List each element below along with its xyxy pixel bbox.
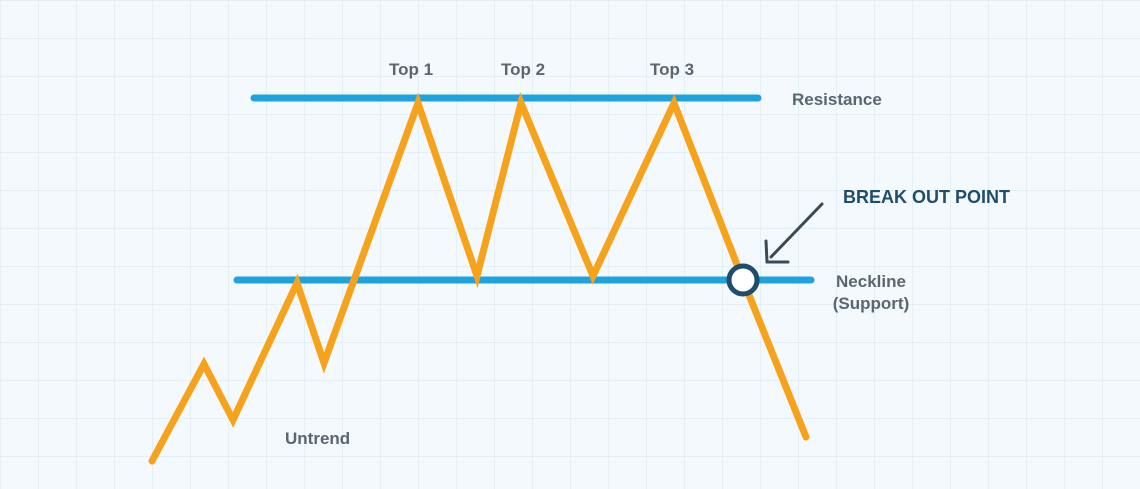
label-support: (Support) — [833, 294, 909, 313]
label-neckline: Neckline — [836, 272, 906, 291]
label-uptrend: Untrend — [285, 429, 350, 448]
label-top-1: Top 1 — [389, 60, 433, 79]
break-out-marker — [726, 263, 760, 297]
label-resistance: Resistance — [792, 90, 882, 109]
label-break-out-point: BREAK OUT POINT — [843, 187, 1010, 207]
price-path — [148, 91, 810, 465]
break-out-arrow — [764, 202, 824, 264]
label-top-2: Top 2 — [501, 60, 545, 79]
label-top-3: Top 3 — [650, 60, 694, 79]
